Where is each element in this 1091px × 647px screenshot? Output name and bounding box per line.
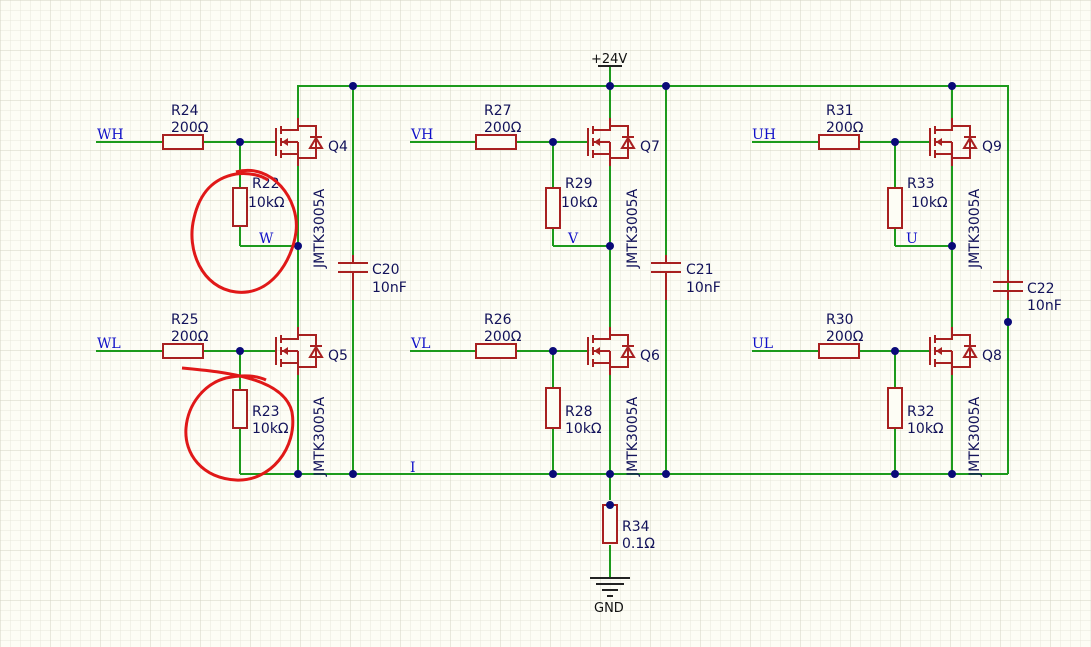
q9-ref: Q9 — [982, 139, 1002, 155]
net-label-vh: VH — [410, 127, 433, 143]
w-phase: WH R24 200Ω R22 10kΩ W Q4 JMTK3005A WL R… — [97, 103, 407, 477]
r27-value: 200Ω — [484, 120, 522, 136]
r22-value: 10kΩ — [248, 195, 285, 211]
resistor-r25 — [162, 343, 204, 359]
resistor-r34 — [602, 504, 618, 544]
q7-part: JMTK3005A — [625, 188, 641, 269]
r33-value: 10kΩ — [911, 195, 948, 211]
resistor-r30 — [818, 343, 860, 359]
supply-symbol: +24V — [591, 52, 627, 67]
r24-value: 200Ω — [171, 120, 209, 136]
r27-ref: R27 — [484, 103, 512, 119]
resistor-r31 — [818, 134, 860, 150]
r28-ref: R28 — [565, 404, 593, 420]
junction-dots — [236, 82, 1012, 509]
resistor-r28 — [545, 387, 561, 429]
c20-ref: C20 — [372, 262, 400, 278]
q8-part: JMTK3005A — [967, 396, 983, 477]
r30-value: 200Ω — [826, 329, 864, 345]
r30-ref: R30 — [826, 312, 854, 328]
q7-ref: Q7 — [640, 139, 660, 155]
ground-label: GND — [594, 601, 624, 616]
net-label-vl: VL — [410, 336, 430, 352]
r31-value: 200Ω — [826, 120, 864, 136]
r29-ref: R29 — [565, 176, 593, 192]
r31-ref: R31 — [826, 103, 854, 119]
resistor-r33 — [887, 187, 903, 229]
q4-ref: Q4 — [328, 139, 348, 155]
r34-value: 0.1Ω — [622, 536, 655, 552]
q5-ref: Q5 — [328, 348, 348, 364]
annotation-circle-upper — [190, 168, 298, 294]
net-label-ul: UL — [752, 336, 773, 352]
capacitor-c20 — [338, 255, 368, 300]
annotation-circle-lower — [181, 366, 295, 482]
capacitor-c22 — [993, 270, 1023, 300]
net-label-i: I — [410, 460, 416, 476]
resistor-r26 — [475, 343, 517, 359]
r23-value: 10kΩ — [252, 421, 289, 437]
r25-value: 200Ω — [171, 329, 209, 345]
r26-ref: R26 — [484, 312, 512, 328]
c21-ref: C21 — [686, 262, 714, 278]
q6-ref: Q6 — [640, 348, 660, 364]
r26-value: 200Ω — [484, 329, 522, 345]
r24-ref: R24 — [171, 103, 199, 119]
resistor-r24 — [162, 134, 204, 150]
net-label-wl: WL — [97, 336, 121, 352]
resistor-r32 — [887, 387, 903, 429]
c21-value: 10nF — [686, 280, 721, 296]
r29-value: 10kΩ — [561, 195, 598, 211]
r28-value: 10kΩ — [565, 421, 602, 437]
net-label-w: W — [259, 231, 274, 247]
r25-ref: R25 — [171, 312, 199, 328]
c20-value: 10nF — [372, 280, 407, 296]
net-label-v: V — [567, 231, 579, 247]
r33-ref: R33 — [907, 176, 935, 192]
q9-part: JMTK3005A — [967, 188, 983, 269]
net-label-u: U — [906, 231, 918, 247]
q8-ref: Q8 — [982, 348, 1002, 364]
q4-part: JMTK3005A — [312, 188, 328, 269]
net-label-wh: WH — [97, 127, 124, 143]
supply-label: +24V — [591, 52, 627, 67]
resistor-r29 — [545, 187, 561, 229]
capacitor-c21 — [651, 255, 681, 300]
c22-ref: C22 — [1027, 281, 1055, 297]
r34-ref: R34 — [622, 519, 650, 535]
q6-part: JMTK3005A — [625, 396, 641, 477]
q5-part: JMTK3005A — [312, 396, 328, 477]
resistor-r22 — [232, 187, 248, 227]
resistor-r27 — [475, 134, 517, 150]
r32-value: 10kΩ — [907, 421, 944, 437]
r23-ref: R23 — [252, 404, 280, 420]
net-label-uh: UH — [752, 127, 776, 143]
u-phase: UH R31 200Ω R33 10kΩ U Q9 JMTK3005A UL R… — [752, 103, 1062, 477]
v-phase: VH R27 200Ω R29 10kΩ V Q7 JMTK3005A VL R… — [410, 103, 721, 552]
r32-ref: R32 — [907, 404, 935, 420]
c22-value: 10nF — [1027, 298, 1062, 314]
resistor-r23 — [232, 389, 248, 429]
ground-symbol: GND — [590, 577, 630, 616]
